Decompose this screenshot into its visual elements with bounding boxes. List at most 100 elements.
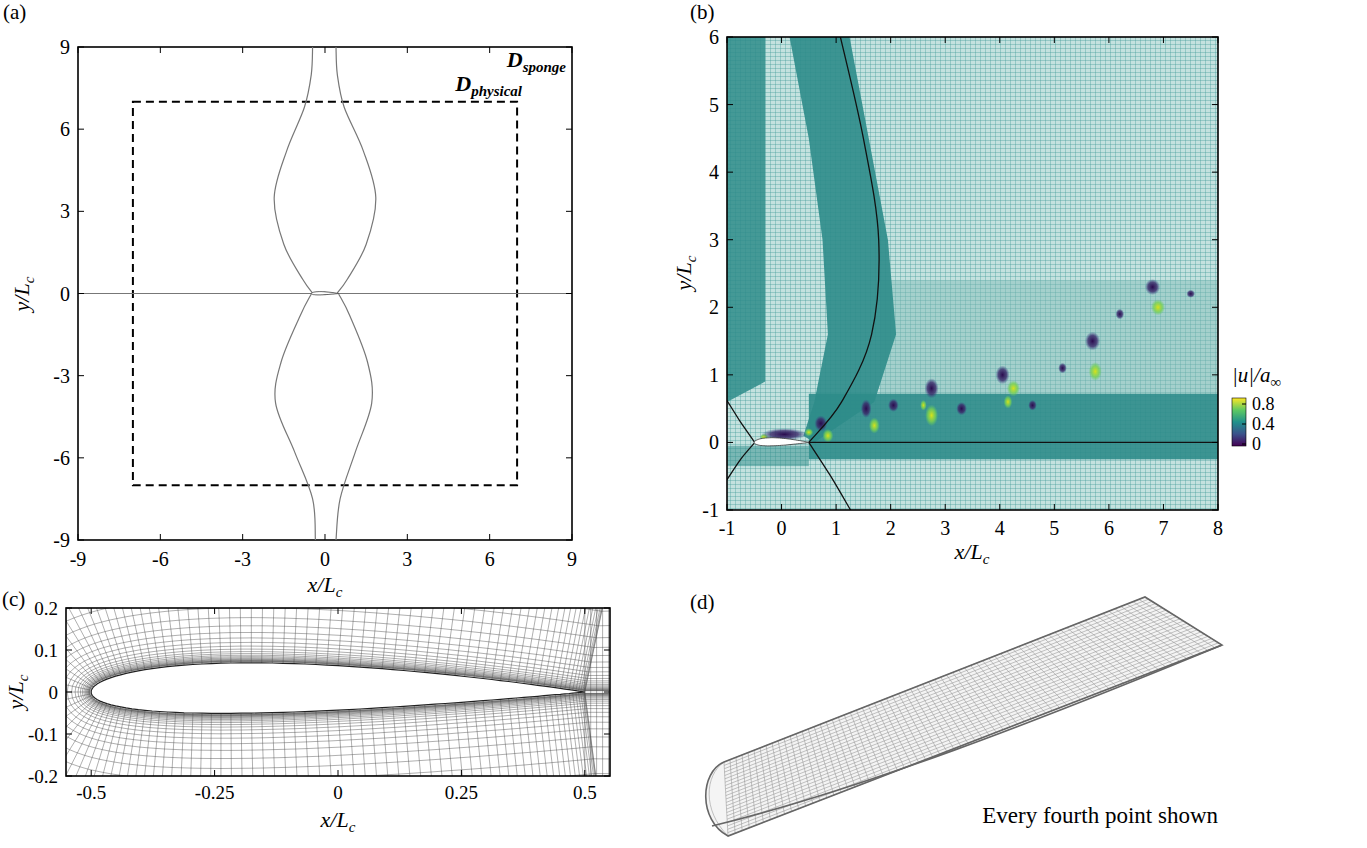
axis-label: x/L: [955, 539, 983, 564]
tick-label: 5: [1049, 517, 1059, 539]
tick-label: 3: [402, 548, 412, 570]
mesh-lines: [66, 608, 610, 776]
colorbar-tick: 0: [1252, 434, 1261, 454]
vortex-blob: [1115, 309, 1124, 320]
tick-label-holder: 2: [709, 297, 719, 317]
colorbar-label-subscript: ∞: [1270, 375, 1281, 391]
panel-label-holder: (d): [690, 592, 715, 613]
colorbar: [1232, 398, 1246, 446]
colorbar-tick-holder: 0.4: [1252, 415, 1275, 433]
axis-label: x/L: [321, 807, 349, 832]
tick-label-holder: 6: [709, 27, 719, 47]
tick-label-holder: 1: [709, 365, 719, 385]
domain-label-subscript: sponge: [523, 59, 566, 75]
vortex-blob: [1004, 395, 1013, 409]
colorbar-tick: 0.4: [1252, 414, 1275, 434]
domain-label-subscript: physical: [471, 83, 522, 99]
airfoil-shape: [311, 292, 338, 295]
vortex-blob: [924, 378, 938, 398]
tick-label-holder: 4: [709, 162, 719, 182]
wake-region: [880, 280, 1218, 394]
block-boundary: [274, 47, 312, 293]
axis-label-holder: x/Lc: [321, 809, 356, 835]
tick-label: 0.5: [573, 782, 597, 803]
tick-label-holder: 0: [333, 783, 343, 802]
tick-label-holder: 0.25: [445, 783, 478, 802]
tick-label-holder: 9: [60, 37, 70, 57]
axis-label-subscript: c: [983, 551, 990, 567]
wing-outline: [706, 597, 1222, 836]
axis-label: y/L: [671, 262, 696, 290]
tick-label: 0: [60, 283, 70, 305]
colorbar-label: |u|/a: [1232, 363, 1270, 387]
tick-label: 6: [60, 118, 70, 140]
tick-label-holder: 5: [1049, 518, 1059, 538]
tick-label-holder: 0.1: [34, 641, 58, 660]
block-boundary: [809, 442, 1218, 443]
axis-label-subscript: c: [15, 675, 31, 682]
plot-frame: [727, 37, 1218, 510]
tick-label: -9: [70, 548, 87, 570]
vortex-blob: [861, 399, 872, 418]
axis-label-holder: x/Lc: [308, 574, 343, 600]
vortex-blob: [1058, 363, 1067, 374]
tick-label: 8: [1213, 517, 1223, 539]
tick-label: -0.2: [28, 766, 58, 787]
tick-label-holder: 0.2: [34, 599, 58, 618]
vortex-blob: [995, 365, 1009, 384]
tick-label-holder: 0.5: [573, 783, 597, 802]
tick-mark: [66, 37, 1246, 776]
tick-label-holder: -6: [53, 448, 70, 468]
axis-label-subscript: c: [349, 819, 356, 835]
vortex-blob: [1028, 400, 1037, 411]
vortex-blob: [956, 402, 967, 416]
axis-label: x/L: [308, 572, 336, 597]
colorbar-tick: 0.8: [1252, 394, 1275, 414]
tick-label-holder: -1: [702, 500, 719, 520]
tick-label-holder: 7: [1158, 518, 1168, 538]
tick-label: 0.25: [445, 782, 478, 803]
domain-label-holder: Dphysical: [455, 73, 522, 99]
tick-label: 7: [1158, 517, 1168, 539]
axis-label-holder: x/Lc: [955, 541, 990, 567]
domain-label-holder: Dsponge: [507, 49, 566, 75]
panel-a-art: [78, 47, 572, 540]
axis-label-holder: y/Lc: [673, 256, 699, 291]
tick-label: -0.25: [195, 782, 235, 803]
dense-mesh-band: [809, 394, 1218, 460]
block-boundary: [727, 401, 754, 442]
panel-label-holder: (c): [2, 589, 25, 610]
tick-label: 6: [1104, 517, 1114, 539]
block-boundary: [275, 294, 316, 540]
tick-label: 4: [995, 517, 1005, 539]
axis-label: y/L: [3, 681, 28, 709]
tick-label-holder: 0: [709, 432, 719, 452]
vortex-blob: [1186, 290, 1195, 298]
tick-label-holder: 6: [485, 549, 495, 569]
tick-label: -9: [53, 529, 70, 551]
tick-label-holder: -0.1: [28, 725, 58, 744]
tick-label: -1: [702, 499, 719, 521]
tick-label-holder: -1: [719, 518, 736, 538]
axis-label-subscript: c: [336, 584, 343, 600]
tick-label: 3: [60, 200, 70, 222]
panel-d-art: [706, 597, 1222, 836]
panel-label: (d): [690, 590, 715, 614]
tick-label-holder: 9: [567, 549, 577, 569]
tick-label-holder: -3: [234, 549, 251, 569]
annotation: Every fourth point shown: [982, 803, 1218, 828]
panel-c-art: [66, 608, 610, 776]
airfoil-shape: [754, 438, 809, 446]
vortex-blob: [888, 399, 899, 413]
tick-label: -1: [719, 517, 736, 539]
tick-label: -0.5: [76, 782, 106, 803]
tick-label: 0.2: [34, 598, 58, 619]
tick-label-holder: 5: [709, 95, 719, 115]
tick-label-holder: -0.5: [76, 783, 106, 802]
tick-label: 6: [709, 26, 719, 48]
vortex-blob: [1007, 380, 1020, 396]
tick-label: 2: [886, 517, 896, 539]
tick-label: 9: [60, 36, 70, 58]
